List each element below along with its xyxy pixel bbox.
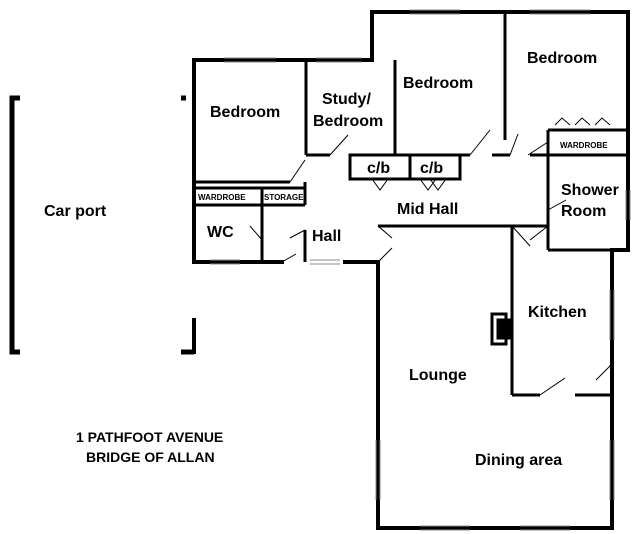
door-swings [249, 117, 613, 396]
address-line-2: BRIDGE OF ALLAN [86, 449, 215, 465]
label-wardrobe-right: WARDROBE [560, 141, 608, 150]
label-shower-line1: Shower [561, 182, 619, 199]
address-line-1: 1 PATHFOOT AVENUE [76, 429, 223, 445]
fireplace [490, 312, 512, 346]
label-wardrobe-left: WARDROBE [198, 193, 246, 202]
label-bedroom-middle: Bedroom [403, 75, 473, 92]
label-car-port: Car port [44, 203, 107, 220]
label-lounge: Lounge [409, 367, 467, 384]
label-cupboard-1: c/b [367, 160, 390, 177]
label-cupboard-2: c/b [420, 160, 443, 177]
label-mid-hall: Mid Hall [397, 201, 458, 218]
car-port-bracket [9, 95, 194, 355]
label-study-line1: Study/ [322, 91, 371, 108]
label-hall: Hall [312, 228, 341, 245]
label-bedroom-right: Bedroom [527, 50, 597, 67]
label-shower-line2: Room [561, 203, 606, 220]
label-storage: STORAGE [264, 193, 304, 202]
label-wc: WC [207, 224, 234, 241]
interior-walls [194, 12, 628, 397]
windows [210, 9, 631, 531]
label-bedroom-left: Bedroom [210, 104, 280, 121]
label-study-line2: Bedroom [313, 113, 383, 130]
label-dining: Dining area [475, 452, 562, 469]
label-kitchen: Kitchen [528, 304, 587, 321]
cupboard-strip [348, 153, 462, 181]
